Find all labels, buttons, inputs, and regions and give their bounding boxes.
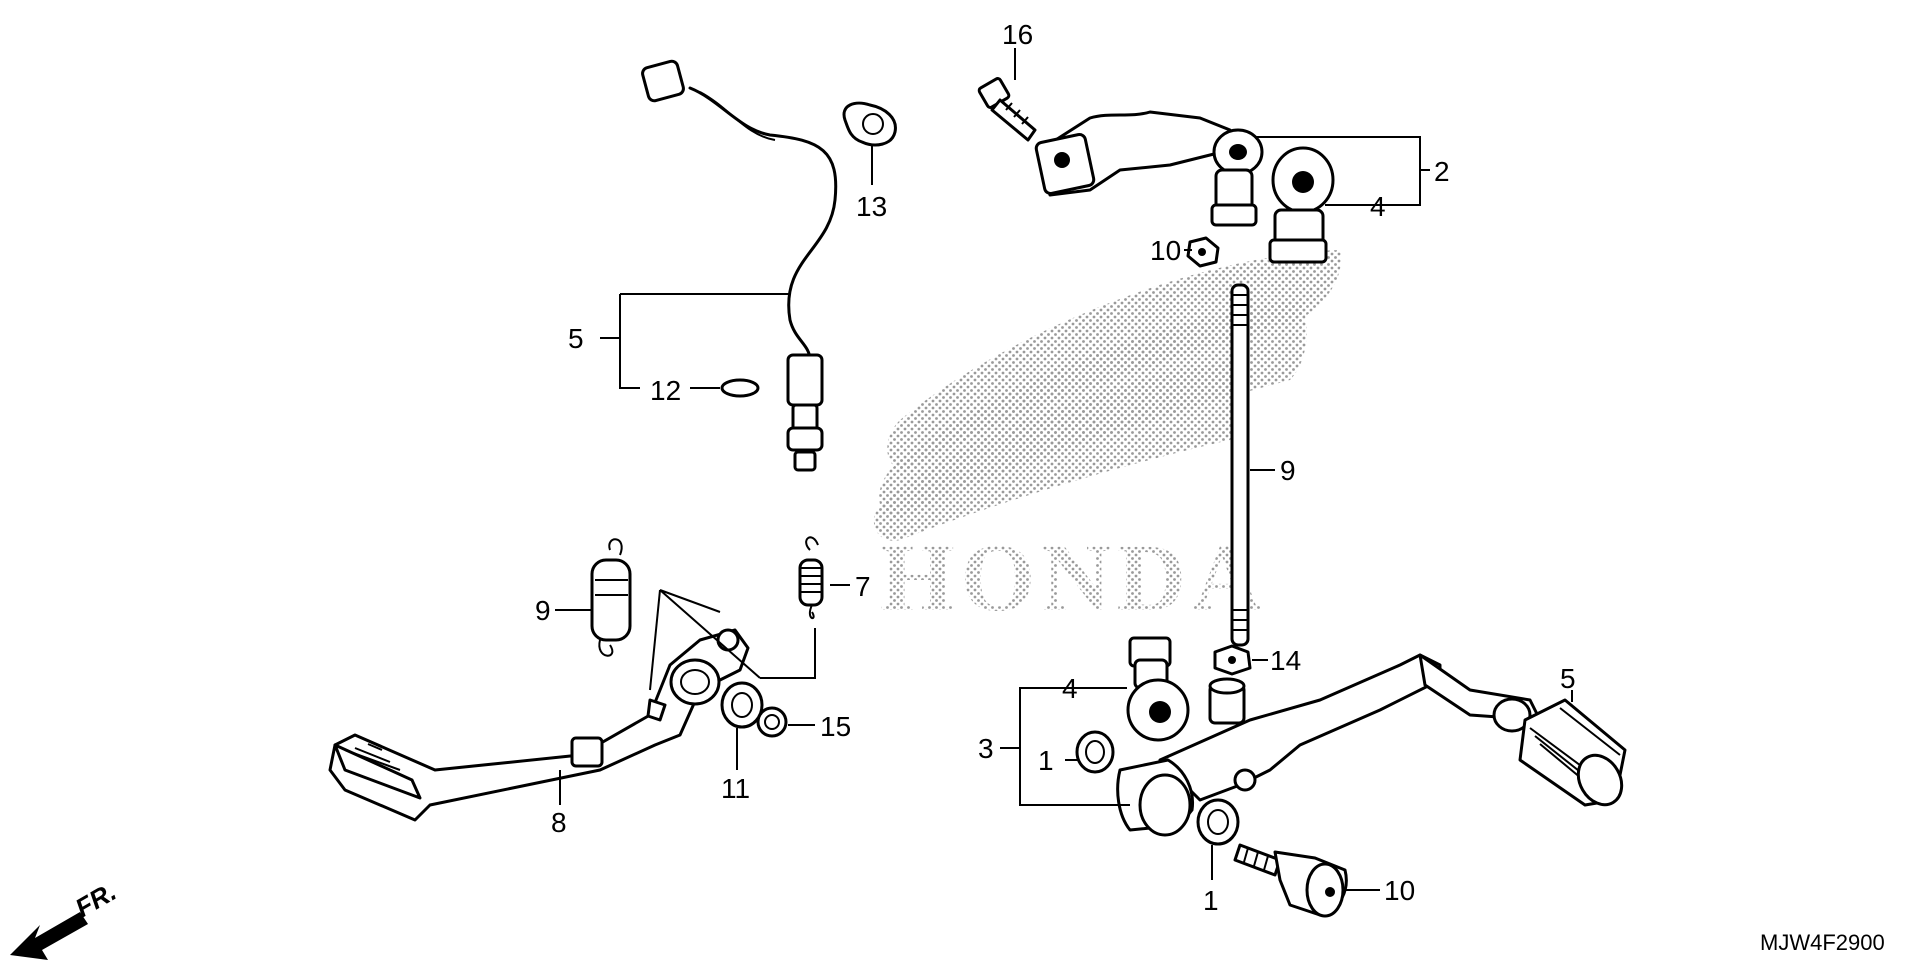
callout-1-upper: 1 — [1038, 745, 1054, 776]
part-14-band — [720, 378, 760, 398]
part-6-sensor-cable — [641, 59, 838, 472]
part-17-circlip — [756, 706, 788, 738]
callout-5: 5 — [1560, 663, 1576, 694]
part-1-seal-lower — [1196, 798, 1240, 846]
part-18-bolt — [977, 77, 1037, 142]
part-10-pivot-bolt — [1233, 843, 1348, 918]
part-7-spring — [798, 536, 824, 620]
callout-3: 3 — [978, 733, 994, 764]
front-arrow-icon — [10, 912, 88, 960]
part-13-washer — [720, 681, 764, 729]
callout-1-lower: 1 — [1203, 885, 1219, 916]
part-4-rod-end-upper — [1268, 146, 1335, 264]
callout-2: 2 — [1434, 156, 1450, 187]
honda-wing-watermark: HONDA — [873, 250, 1341, 631]
part-1-seal-upper — [1075, 730, 1115, 774]
callout-7: 7 — [855, 571, 871, 602]
callout-4-lower: 4 — [1062, 673, 1078, 704]
part-8-brake-pedal — [328, 628, 750, 822]
part-11-tie-rod — [1230, 283, 1250, 647]
part-15-clip — [842, 101, 897, 147]
callout-17: 15 — [820, 711, 851, 742]
leader-lines — [555, 48, 1573, 891]
part-12-nut — [1186, 236, 1220, 268]
part-9-spring — [590, 538, 632, 657]
callout-8: 8 — [551, 807, 567, 838]
part-2-shift-arm — [1034, 110, 1264, 227]
callout-12: 10 — [1150, 235, 1181, 266]
callout-18: 16 — [1002, 19, 1033, 50]
drawing-code: MJW4F2900 — [1760, 930, 1885, 955]
callout-16: 14 — [1270, 645, 1301, 676]
part-rod-end-post — [1208, 677, 1246, 725]
honda-watermark-text: HONDA — [880, 524, 1267, 631]
callouts: 16 2 4 10 13 5 12 9 7 9 14 4 5 15 3 1 11… — [535, 19, 1576, 916]
callout-10: 10 — [1384, 875, 1415, 906]
part-4-rod-end-lower — [1126, 636, 1190, 742]
part-5-pedal-rubber — [1518, 698, 1627, 807]
callout-15: 13 — [856, 191, 887, 222]
front-direction-marker: FR. — [10, 876, 121, 960]
part-16-nut — [1213, 644, 1252, 676]
part-3-shift-pedal — [1116, 653, 1542, 837]
callout-9: 9 — [535, 595, 551, 626]
callout-6: 5 — [568, 323, 584, 354]
callout-13: 11 — [721, 773, 750, 804]
callout-4-upper: 4 — [1370, 191, 1386, 222]
callout-11: 9 — [1280, 455, 1296, 486]
callout-14: 12 — [650, 375, 681, 406]
